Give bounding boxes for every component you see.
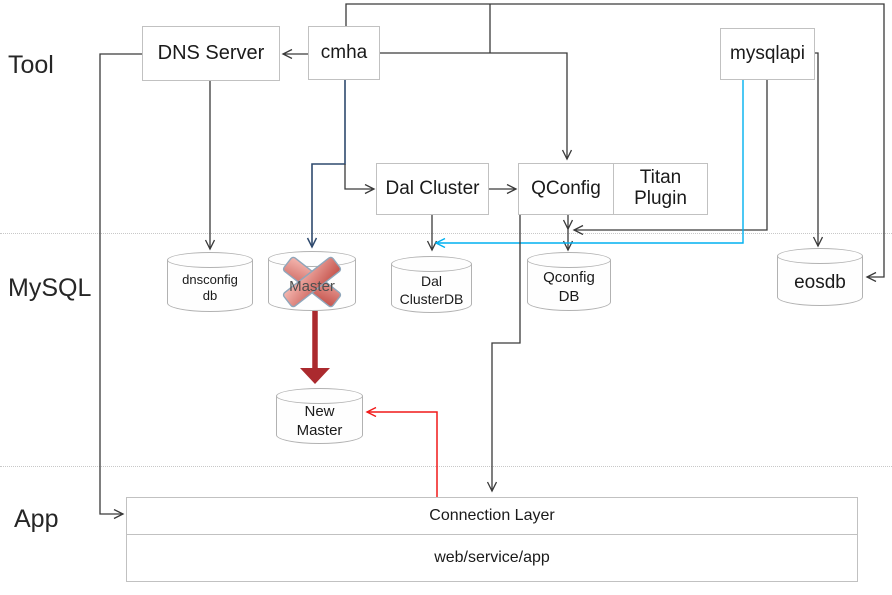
cylinder-top (391, 256, 472, 272)
db-master-label: Master (289, 277, 335, 295)
line-cmha-topbus-eosdb (345, 3, 885, 277)
cylinder-top (777, 248, 863, 264)
titan-plugin-label: Titan Plugin (634, 167, 687, 209)
cmha-label: cmha (320, 42, 368, 63)
db-qconfig: Qconfig DB (527, 252, 611, 311)
dns-server-label: DNS Server (157, 42, 265, 64)
band-label-mysql: MySQL (8, 274, 92, 302)
band-label-tool: Tool (8, 51, 54, 79)
line-cmha-dalcluster (344, 164, 374, 189)
cylinder-body (167, 260, 253, 312)
db-dal-clusterdb: Dal ClusterDB (391, 256, 472, 313)
dal-cluster-label: Dal Cluster (385, 178, 480, 199)
db-qconfig-label: Qconfig DB (543, 268, 595, 305)
db-eosdb: eosdb (777, 248, 863, 306)
db-eosdb-label: eosdb (794, 272, 846, 294)
line-dns-connection (99, 53, 142, 514)
cylinder-body (527, 260, 611, 311)
db-dnsconfig: dnsconfig db (167, 252, 253, 312)
node-mysqlapi: mysqlapi (720, 28, 815, 80)
node-titan-plugin: Titan Plugin (613, 164, 707, 214)
arrow-master-newmaster (300, 311, 330, 384)
node-cmha: cmha (308, 26, 380, 80)
line-cmha-master (312, 80, 346, 247)
cylinder-top (527, 252, 611, 268)
qconfig-label: QConfig (531, 177, 601, 199)
node-qconfig: QConfig (519, 164, 613, 214)
connection-layer-row: Connection Layer (127, 498, 857, 535)
cylinder-body (276, 396, 363, 444)
failed-x-icon (282, 256, 342, 308)
band-label-app: App (14, 505, 59, 533)
node-dal-cluster: Dal Cluster (376, 163, 489, 215)
db-new-master: New Master (276, 388, 363, 444)
web-service-app-row: web/service/app (127, 535, 857, 581)
separator-tool-mysql (0, 233, 892, 234)
db-dnsconfig-label: dnsconfig db (182, 271, 238, 303)
cylinder-body (777, 256, 863, 306)
db-master-failed: Master (268, 251, 356, 311)
separator-mysql-app (0, 466, 892, 467)
connection-layer-label: Connection Layer (429, 507, 555, 524)
db-dal-clusterdb-label: Dal ClusterDB (399, 273, 464, 307)
line-qconfig-connection (492, 215, 521, 491)
line-cmha-qconfig (380, 52, 567, 159)
mysqlapi-label: mysqlapi (730, 43, 805, 64)
line-mysqlapi-dalclusterdb (436, 80, 744, 243)
cylinder-top (167, 252, 253, 268)
node-qconfig-titan: QConfig Titan Plugin (518, 163, 708, 215)
line-connection-newmaster (367, 412, 438, 497)
node-dns-server: DNS Server (142, 26, 280, 81)
web-service-app-label: web/service/app (434, 549, 550, 566)
cylinder-top (276, 388, 363, 404)
cylinder-body (391, 264, 472, 313)
db-new-master-label: New Master (296, 403, 343, 439)
line-mysqlapi-qconfigdb (574, 80, 768, 230)
line-mysqlapi-eosdb (815, 52, 818, 246)
node-connection-layer: Connection Layer web/service/app (126, 497, 858, 582)
